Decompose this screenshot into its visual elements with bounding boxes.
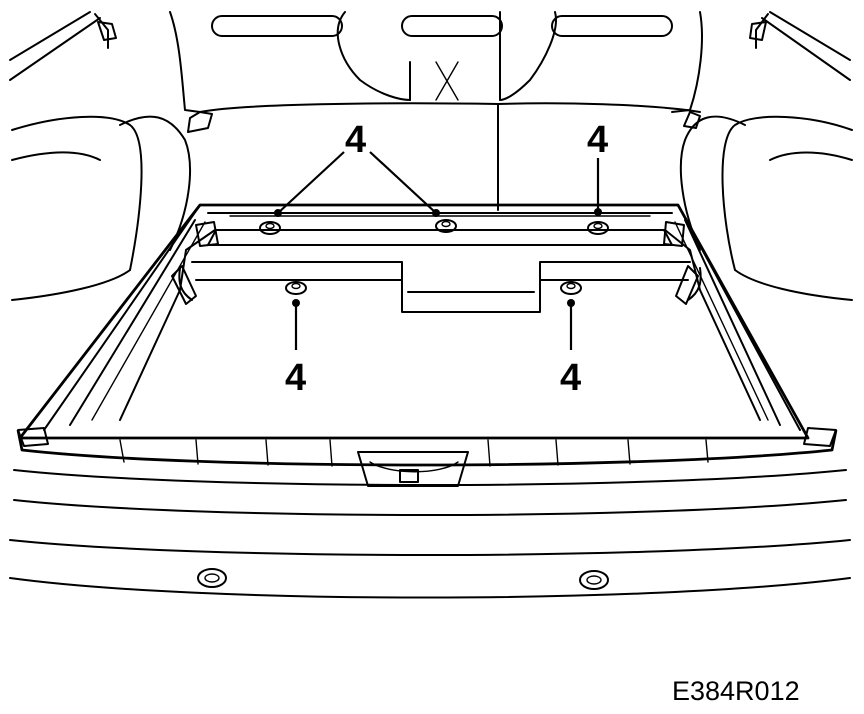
nut-rear-right (587, 221, 609, 235)
trunk-floor-frame (18, 203, 810, 440)
fastener-nuts (259, 219, 609, 295)
nut-front-left (285, 281, 307, 295)
rear-sill-bumper (9, 427, 851, 599)
nut-rear-center (435, 219, 457, 233)
callout-label: 4 (560, 357, 581, 399)
nut-rear-left (259, 221, 281, 235)
callout-label: 4 (285, 357, 306, 399)
leader-dot (594, 208, 602, 216)
callout-label: 4 (345, 119, 366, 161)
left-side-trim (9, 11, 191, 301)
right-side-trim (679, 11, 853, 301)
leader-line (369, 151, 437, 214)
callout-label: 4 (587, 119, 608, 161)
leader-dot (292, 299, 300, 307)
rear-seat-back (169, 11, 703, 211)
leader-dot (432, 209, 440, 217)
nut-front-right (560, 281, 582, 295)
leader-line (277, 151, 345, 214)
callout-leaders (274, 151, 602, 350)
figure-code: E384R012 (672, 676, 800, 706)
leader-dot (567, 299, 575, 307)
leader-dot (274, 209, 282, 217)
